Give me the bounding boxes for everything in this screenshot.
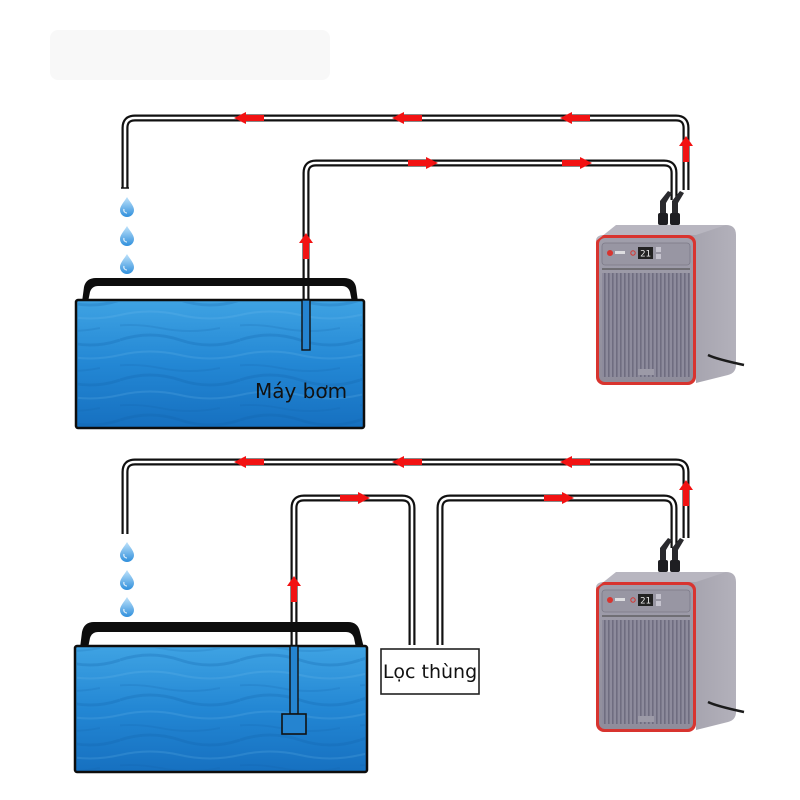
- arrow-up: [679, 136, 693, 162]
- flow-arrows: [234, 112, 693, 259]
- arrow-left: [392, 456, 422, 468]
- canister-filter: Lọc thùng: [380, 648, 480, 695]
- arrow-up: [299, 233, 313, 259]
- arrow-right: [408, 157, 438, 169]
- chiller-unit: [594, 536, 746, 734]
- droplet-icon: [119, 541, 135, 563]
- intake-strainer: [281, 713, 307, 735]
- water-droplets: [119, 196, 135, 275]
- water-droplets: [119, 541, 135, 618]
- flow-arrows: [234, 456, 693, 602]
- droplet-icon: [119, 596, 135, 618]
- arrow-left: [392, 112, 422, 124]
- arrow-up: [679, 480, 693, 506]
- droplet-icon: [119, 196, 135, 218]
- aquarium-tank: [73, 622, 369, 774]
- arrow-right: [544, 492, 574, 504]
- pump-supply-pipe: [302, 159, 678, 345]
- droplet-icon: [119, 225, 135, 247]
- droplet-icon: [119, 253, 135, 275]
- pump-label: Máy bơm: [255, 379, 347, 403]
- droplet-icon: [119, 569, 135, 591]
- arrow-right: [562, 157, 592, 169]
- arrow-left: [234, 456, 264, 468]
- arrow-left: [234, 112, 264, 124]
- return-pipe: [121, 114, 690, 190]
- arrow-up: [287, 576, 301, 602]
- panel-pump-setup: Máy bơm: [74, 112, 746, 430]
- panel-canister-filter-setup: Lọc thùng: [73, 456, 746, 774]
- aquarium-tank: Máy bơm: [74, 278, 366, 430]
- chiller-unit: [594, 189, 746, 387]
- arrow-left: [560, 456, 590, 468]
- arrow-left: [560, 112, 590, 124]
- watermark: [50, 30, 330, 80]
- arrow-right: [340, 492, 370, 504]
- canister-filter-label: Lọc thùng: [383, 661, 477, 683]
